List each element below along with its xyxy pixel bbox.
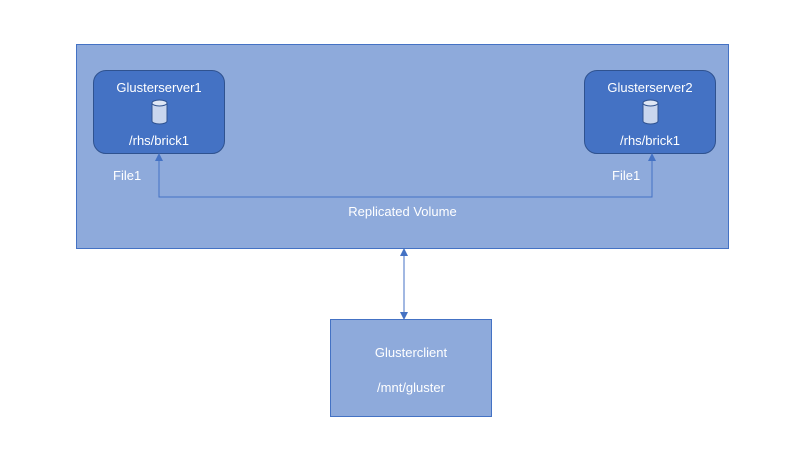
file-label-server1: File1	[113, 168, 142, 183]
replicated-volume-label: Replicated Volume	[348, 204, 457, 219]
glusterserver1-node: Glusterserver1 /rhs/brick1	[93, 70, 225, 154]
file-label-server2: File1	[612, 168, 641, 183]
brick-path: /rhs/brick1	[129, 133, 189, 148]
brick-path: /rhs/brick1	[620, 133, 680, 148]
client-name: Glusterclient	[374, 345, 448, 360]
server-name: Glusterserver2	[607, 80, 693, 95]
server-name: Glusterserver1	[116, 80, 202, 95]
client-mount-path: /mnt/gluster	[377, 380, 445, 395]
glusterserver2-node: Glusterserver2 /rhs/brick1	[584, 70, 716, 154]
glusterclient-node: Glusterclient /mnt/gluster	[330, 319, 492, 417]
database-icon	[151, 99, 168, 125]
database-icon	[642, 99, 659, 125]
